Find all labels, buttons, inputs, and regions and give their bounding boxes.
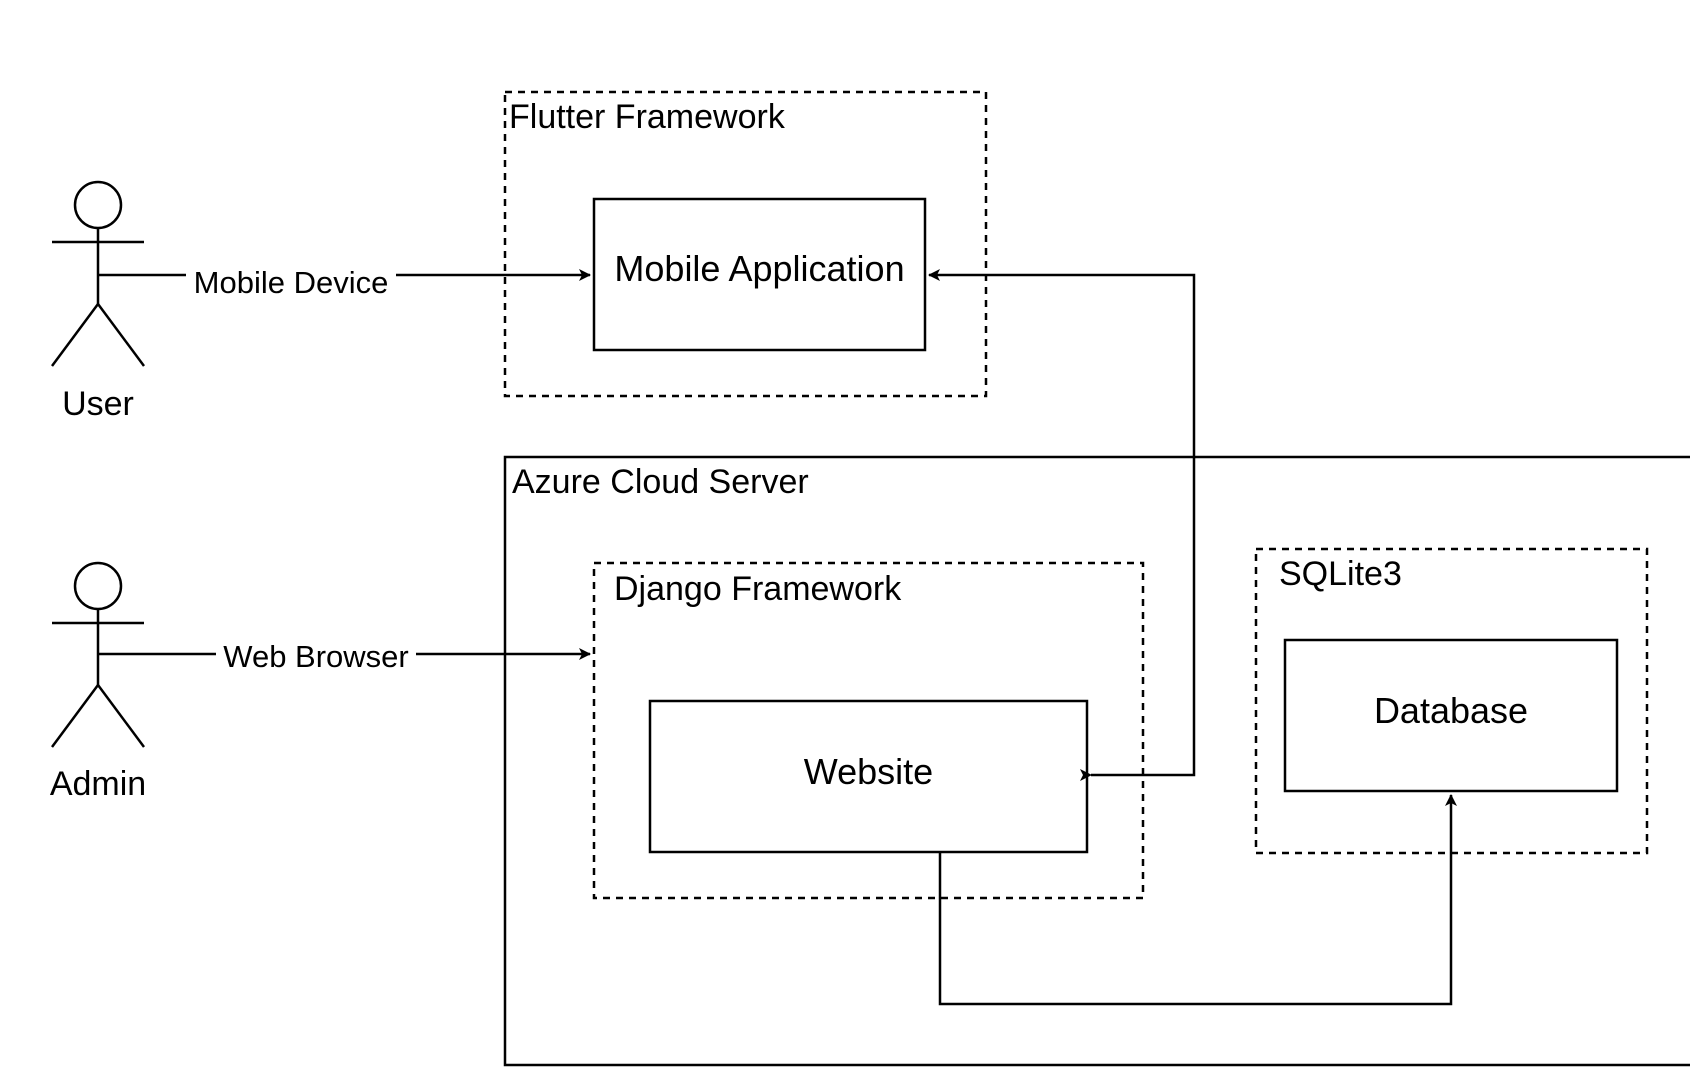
flutter-framework-boundary	[503, 90, 988, 398]
edge-label-background	[216, 640, 416, 676]
django-framework-boundary	[592, 561, 1145, 900]
azure-cloud-server-boundary	[503, 455, 1690, 1067]
stick-figure-icon	[50, 180, 146, 367]
edge-admin-to-django-framework[interactable]: Web Browser	[98, 639, 591, 676]
node-website[interactable]: Website	[648, 699, 1089, 854]
edge-line[interactable]	[928, 269, 1196, 781]
group-django-framework: Django Framework	[592, 561, 1145, 900]
flutter-framework-label: Flutter Framework	[509, 98, 786, 136]
actor-user[interactable]: User	[50, 180, 146, 423]
django-framework-label: Django Framework	[614, 570, 902, 608]
mobile-application-box[interactable]	[592, 197, 927, 352]
edge-label-background	[186, 261, 396, 297]
database-box[interactable]	[1283, 638, 1619, 793]
edge-website-to-mobile-application[interactable]	[928, 269, 1196, 781]
group-azure-cloud-server: Azure Cloud Server	[503, 455, 1690, 1067]
azure-cloud-server-label: Azure Cloud Server	[512, 463, 809, 501]
sqlite3-label: SQLite3	[1279, 555, 1402, 593]
actor-admin[interactable]: Admin	[50, 561, 146, 803]
edge-website-to-database[interactable]	[938, 794, 1457, 1006]
actor-admin-label: Admin	[50, 765, 146, 803]
mobile-application-label: Mobile Application	[614, 248, 904, 289]
website-label: Website	[804, 751, 933, 792]
edge-label-web-browser: Web Browser	[223, 639, 409, 674]
group-flutter-framework: Flutter Framework	[503, 90, 988, 398]
node-database[interactable]: Database	[1283, 638, 1619, 793]
edge-line[interactable]	[938, 794, 1457, 1006]
node-mobile-application[interactable]: Mobile Application	[592, 197, 927, 352]
stick-figure-icon	[50, 561, 146, 748]
edge-label-mobile-device: Mobile Device	[194, 265, 389, 300]
database-label: Database	[1374, 690, 1528, 731]
actor-user-label: User	[62, 385, 134, 423]
edge-user-to-mobile-application[interactable]: Mobile Device	[98, 261, 591, 300]
